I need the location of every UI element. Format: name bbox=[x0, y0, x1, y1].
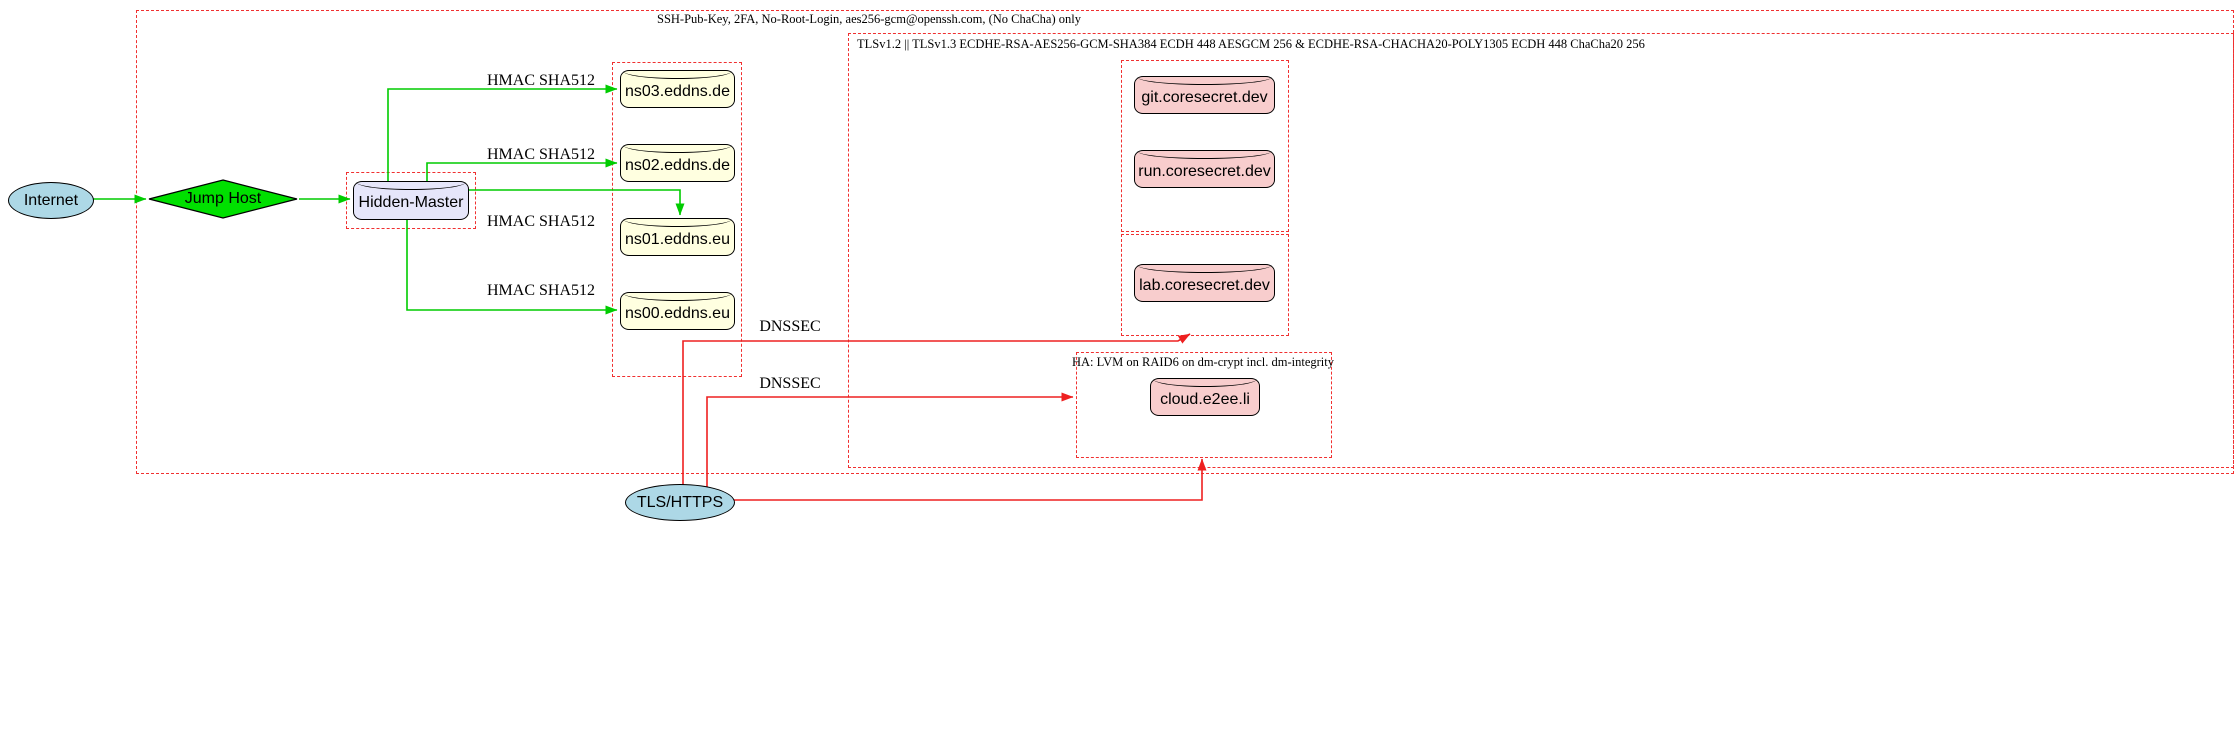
edge-label-hmac-ns01: HMAC SHA512 bbox=[486, 213, 596, 230]
node-ns03-label: ns03.eddns.de bbox=[625, 82, 730, 100]
node-jump-host-label: Jump Host bbox=[184, 190, 262, 207]
node-lab-label: lab.coresecret.dev bbox=[1139, 276, 1270, 294]
node-cloud-label: cloud.e2ee.li bbox=[1160, 390, 1250, 408]
node-ns01-label: ns01.eddns.eu bbox=[625, 230, 730, 248]
node-hidden-master-label: Hidden-Master bbox=[358, 194, 464, 211]
cylinder-lid bbox=[1137, 76, 1272, 85]
cluster-ssh-label: SSH-Pub-Key, 2FA, No-Root-Login, aes256-… bbox=[657, 12, 1081, 26]
cylinder-lid bbox=[623, 144, 732, 153]
cluster-ha-label: HA: LVM on RAID6 on dm-crypt incl. dm-in… bbox=[1071, 355, 1335, 369]
cluster-tls-box bbox=[848, 33, 2234, 468]
node-jump-host: Jump Host bbox=[148, 179, 298, 219]
node-lab: lab.coresecret.dev bbox=[1134, 264, 1275, 302]
node-ns03: ns03.eddns.de bbox=[620, 70, 735, 108]
node-run: run.coresecret.dev bbox=[1134, 150, 1275, 188]
node-run-label: run.coresecret.dev bbox=[1138, 162, 1271, 180]
edge-label-hmac-ns00: HMAC SHA512 bbox=[486, 282, 596, 299]
cylinder-lid bbox=[623, 218, 732, 227]
cluster-tls-label: TLSv1.2 || TLSv1.3 ECDHE-RSA-AES256-GCM-… bbox=[857, 37, 1645, 51]
node-tls-https-label: TLS/HTTPS bbox=[636, 493, 724, 511]
cluster-coresecret-box-2 bbox=[1121, 234, 1289, 336]
cylinder-lid bbox=[623, 70, 732, 79]
node-internet: Internet bbox=[8, 182, 94, 219]
node-ns02: ns02.eddns.de bbox=[620, 144, 735, 182]
node-internet-label: Internet bbox=[23, 191, 79, 209]
cylinder-lid bbox=[623, 292, 732, 301]
edge-label-dnssec-2: DNSSEC bbox=[759, 375, 821, 392]
cylinder-lid bbox=[356, 181, 466, 190]
node-ns01: ns01.eddns.eu bbox=[620, 218, 735, 256]
edge-label-hmac-ns02: HMAC SHA512 bbox=[486, 146, 596, 163]
cylinder-lid bbox=[1137, 150, 1272, 159]
edge-label-hmac-ns03: HMAC SHA512 bbox=[486, 72, 596, 89]
cylinder-lid bbox=[1137, 264, 1272, 273]
node-ns00: ns00.eddns.eu bbox=[620, 292, 735, 330]
cluster-coresecret-box-1 bbox=[1121, 60, 1289, 232]
node-tls-https: TLS/HTTPS bbox=[625, 484, 735, 521]
diamond-shape bbox=[148, 179, 298, 219]
edge-label-dnssec-1: DNSSEC bbox=[759, 318, 821, 335]
node-hidden-master: Hidden-Master bbox=[353, 181, 469, 220]
node-ns02-label: ns02.eddns.de bbox=[625, 156, 730, 174]
node-git-label: git.coresecret.dev bbox=[1141, 88, 1268, 106]
node-git: git.coresecret.dev bbox=[1134, 76, 1275, 114]
node-ns00-label: ns00.eddns.eu bbox=[625, 304, 730, 322]
cylinder-lid bbox=[1153, 378, 1257, 387]
node-cloud: cloud.e2ee.li bbox=[1150, 378, 1260, 416]
